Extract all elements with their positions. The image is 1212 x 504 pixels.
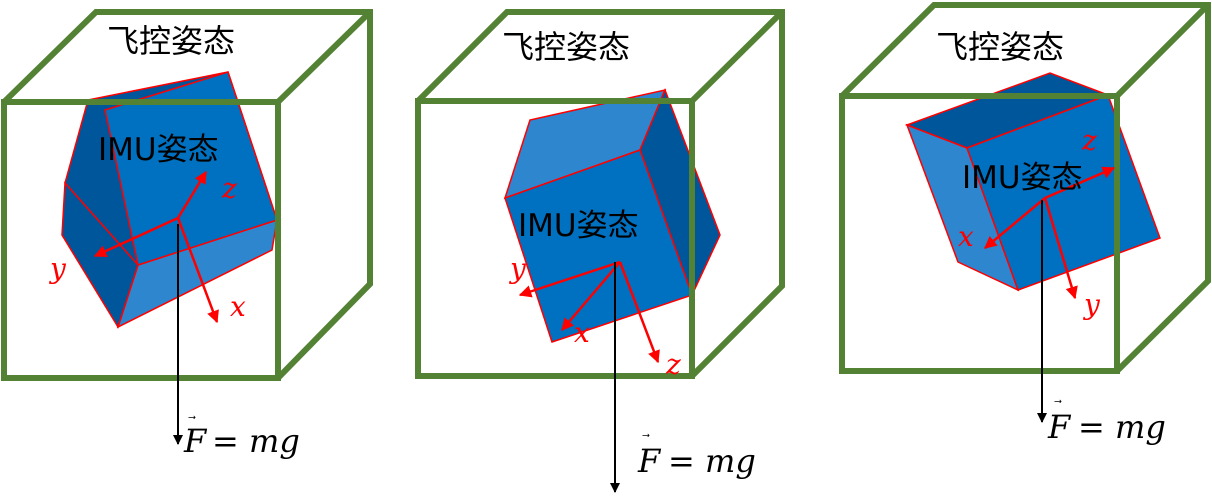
axis-x-label: x <box>958 220 974 253</box>
axis-z-arrow <box>618 261 660 364</box>
force-equation: = mg <box>1078 408 1166 446</box>
axis-x-label: x <box>574 316 590 349</box>
frame-front-face <box>839 93 1120 374</box>
axis-x-arrow <box>176 217 219 324</box>
force-symbol: F <box>1047 408 1072 446</box>
panel-2: x y z ⃗ F = mg 飞控姿态 IMU姿态 <box>415 9 785 493</box>
frame-cube-3 <box>839 2 1211 374</box>
imu-attitude-label: IMU姿态 <box>98 132 219 168</box>
frame-cube-1 <box>1 9 373 381</box>
axis-y-arrow <box>93 216 179 258</box>
frame-top-right-edge <box>689 9 785 104</box>
axis-z-label: z <box>1081 124 1097 157</box>
axis-z-arrow <box>176 170 208 219</box>
frame-cube-2 <box>415 9 785 379</box>
flight-control-attitude-label: 飞控姿态 <box>107 22 235 60</box>
frame-front-face <box>1 99 281 381</box>
force-vector-mark: ⃗ <box>188 415 196 420</box>
axis-y-arrow <box>1043 197 1078 300</box>
imu-cube-1 <box>61 71 278 329</box>
axis-z-arrow <box>1044 166 1116 200</box>
imu-cube-2 <box>503 87 721 343</box>
force-vector-mark: ⃗ <box>642 433 650 438</box>
imu-axes-3: x y z <box>958 124 1116 321</box>
force-vector-mark: ⃗ <box>1054 399 1062 404</box>
imu-axes-1: x y z <box>48 170 246 324</box>
frame-front-face <box>415 98 695 379</box>
axis-y-arrow <box>518 260 621 298</box>
axis-x-arrow <box>984 197 1046 249</box>
axis-y-label: y <box>1082 288 1101 321</box>
imu-axes-2: x y z <box>508 252 681 381</box>
panel-3: x y z ⃗ F = mg 飞控姿态 IMU姿态 <box>839 2 1211 446</box>
axis-y-label: y <box>48 252 67 285</box>
axis-x-label: x <box>230 290 246 323</box>
axis-z-label: z <box>221 172 237 205</box>
imu-cube-3 <box>904 72 1161 292</box>
flight-control-attitude-label: 飞控姿态 <box>936 28 1064 66</box>
imu-attitude-label: IMU姿态 <box>962 160 1083 196</box>
force-symbol: F <box>183 422 208 460</box>
force-symbol: F <box>637 442 662 480</box>
imu-cube-front-face <box>966 94 1161 291</box>
force-equation: = mg <box>212 422 300 460</box>
axis-y-label: y <box>508 252 527 285</box>
imu-attitude-label: IMU姿态 <box>518 208 639 244</box>
axis-z-label: z <box>665 348 681 381</box>
force-equation: = mg <box>668 442 756 480</box>
axis-x-arrow <box>561 261 621 331</box>
flight-control-attitude-label: 飞控姿态 <box>502 28 630 66</box>
panel-1: x y z ⃗ F = mg 飞控姿态 IMU姿态 <box>1 9 373 460</box>
frame-top-right-edge <box>1114 2 1211 99</box>
frame-top-right-edge <box>275 9 373 105</box>
